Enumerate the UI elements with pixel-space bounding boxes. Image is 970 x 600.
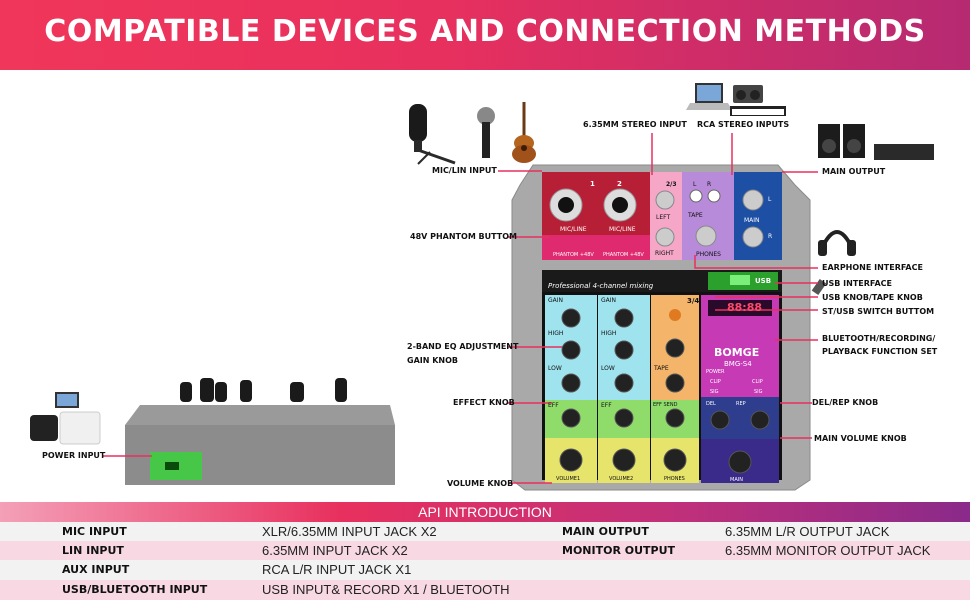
callout-gain-knob: GAIN KNOB xyxy=(407,356,459,365)
spec-value: USB INPUT& RECORD X1 / BLUETOOTH xyxy=(262,582,510,597)
callout-usb-knob-tape: USB KNOB/TAPE KNOB xyxy=(822,293,923,302)
page-title: COMPATIBLE DEVICES AND CONNECTION METHOD… xyxy=(44,14,926,49)
del-label: DEL xyxy=(706,401,716,407)
spec-value: 6.35MM L/R OUTPUT JACK xyxy=(725,524,890,539)
low-label-1: LOW xyxy=(548,365,562,372)
tape-knob-label: TAPE xyxy=(654,365,669,372)
main-out-label: MAIN xyxy=(744,217,760,224)
spec-value: RCA L/R INPUT JACK X1 xyxy=(262,562,412,577)
ch23-number: 2/3 xyxy=(666,181,677,188)
phones-knob-label: PHONES xyxy=(664,476,685,482)
rca-r-label: R xyxy=(707,181,712,188)
ch34-number: 3/4 xyxy=(687,297,700,305)
guitar-icon xyxy=(512,102,536,163)
callout-phantom-button: 48V PHANTOM BUTTOM xyxy=(410,232,518,241)
callout-effect-knob: EFFECT KNOB xyxy=(453,398,515,407)
usb-label: USB xyxy=(755,277,772,285)
main-vol-label: MAIN xyxy=(730,477,743,483)
phones-label: PHONES xyxy=(696,251,721,258)
spec-key: AUX INPUT xyxy=(62,563,130,576)
clip-led-label-1: CLIP xyxy=(710,379,721,385)
spec-key: MIC INPUT xyxy=(62,525,127,538)
phantom-label-1: PHANTOM +48V xyxy=(553,252,594,258)
small-laptop-icon xyxy=(55,392,79,408)
laptop-icon xyxy=(686,83,732,110)
high-label-1: HIGH xyxy=(548,330,564,337)
mic-line-label-1: MIC/LINE xyxy=(560,226,587,233)
ch2-number: 2 xyxy=(617,180,622,188)
ch1-number: 1 xyxy=(590,180,595,188)
headphones-icon xyxy=(818,230,856,256)
callout-usb-interface: USB INTERFACE xyxy=(822,279,892,288)
clip-led-label-2: CLIP xyxy=(752,379,763,385)
gain-label-1: GAIN xyxy=(548,297,564,304)
spec-key: LIN INPUT xyxy=(62,544,124,557)
callout-st-usb-switch: ST/USB SWITCH BUTTOM xyxy=(822,307,935,316)
spec-key: MAIN OUTPUT xyxy=(562,525,649,538)
callout-earphone-interface: EARPHONE INTERFACE xyxy=(822,263,923,272)
spec-heading-bar: API INTRODUCTION xyxy=(0,502,970,522)
model-label: BMG-S4 xyxy=(724,360,752,368)
spec-row: AUX INPUT RCA L/R INPUT JACK X1 xyxy=(0,560,970,580)
spec-key: MONITOR OUTPUT xyxy=(562,544,676,557)
spec-key: USB/BLUETOOTH INPUT xyxy=(62,583,208,596)
panel-text: Professional 4-channel mixing xyxy=(548,282,654,290)
callout-volume-knob: VOLUME KNOB xyxy=(447,479,514,488)
callout-rca-stereo-inputs: RCA STEREO INPUTS xyxy=(697,120,790,129)
spec-row: MIC INPUT XLR/6.35MM INPUT JACK X2 MAIN … xyxy=(0,522,970,542)
high-label-2: HIGH xyxy=(601,330,617,337)
right-label: RIGHT xyxy=(655,250,674,257)
usb-stick-icon xyxy=(811,278,827,296)
tape-label: TAPE xyxy=(688,212,703,219)
left-label: LEFT xyxy=(656,214,671,221)
power-led-label: POWER xyxy=(706,369,725,375)
eff-label-2: EFF xyxy=(601,402,612,409)
keyboard-icon xyxy=(730,106,786,116)
gain-label-2: GAIN xyxy=(601,297,617,304)
low-label-2: LOW xyxy=(601,365,615,372)
callout-eq-adjustment: 2-BAND EQ ADJUSTMENT xyxy=(407,342,519,351)
spec-heading: API INTRODUCTION xyxy=(418,504,552,520)
callout-power-input: POWER INPUT xyxy=(42,451,106,460)
callout-stereo-input: 6.35MM STEREO INPUT xyxy=(583,120,687,129)
callout-main-volume-knob: MAIN VOLUME KNOB xyxy=(814,434,907,443)
product-illustration xyxy=(30,83,934,491)
callout-main-output: MAIN OUTPUT xyxy=(822,167,886,176)
callout-bluetooth-recording: BLUETOOTH/RECORDING/ xyxy=(822,334,936,343)
sig-led-label-2: SIG xyxy=(754,389,763,395)
volume2-label: VOLUME2 xyxy=(609,476,634,482)
main-r-label: R xyxy=(768,233,773,240)
speakers-icon xyxy=(818,124,934,160)
eff-label-1: EFF xyxy=(548,402,559,409)
volume1-label: VOLUME1 xyxy=(556,476,581,482)
callout-playback-function: PLAYBACK FUNCTION SET xyxy=(822,347,938,356)
callout-mic-lin-input: MIC/LIN INPUT xyxy=(432,166,497,175)
handheld-mic-icon xyxy=(477,107,495,158)
studio-mic-icon xyxy=(409,104,456,165)
mixer-rear-view xyxy=(125,378,395,485)
spec-value: 6.35MM INPUT JACK X2 xyxy=(262,543,408,558)
eff-send-label: EFF SEND xyxy=(653,402,678,408)
power-adapter-icon xyxy=(30,411,101,445)
spec-row: LIN INPUT 6.35MM INPUT JACK X2 MONITOR O… xyxy=(0,541,970,561)
mixer-top-view xyxy=(511,164,811,491)
sig-led-label-1: SIG xyxy=(710,389,719,395)
spec-row: USB/BLUETOOTH INPUT USB INPUT& RECORD X1… xyxy=(0,580,970,600)
display-digits: 88:88 xyxy=(727,301,763,314)
mic-line-label-2: MIC/LINE xyxy=(609,226,636,233)
callout-del-rep-knob: DEL/REP KNOB xyxy=(812,398,879,407)
brand-label: BOMGE xyxy=(714,346,760,359)
title-banner: COMPATIBLE DEVICES AND CONNECTION METHOD… xyxy=(0,0,970,70)
rca-l-label: L xyxy=(693,181,697,188)
boombox-icon xyxy=(733,85,763,103)
main-l-label: L xyxy=(768,196,772,203)
phantom-label-2: PHANTOM +48V xyxy=(603,252,644,258)
rep-label: REP xyxy=(736,401,746,407)
spec-value: XLR/6.35MM INPUT JACK X2 xyxy=(262,524,437,539)
spec-value: 6.35MM MONITOR OUTPUT JACK xyxy=(725,543,931,558)
